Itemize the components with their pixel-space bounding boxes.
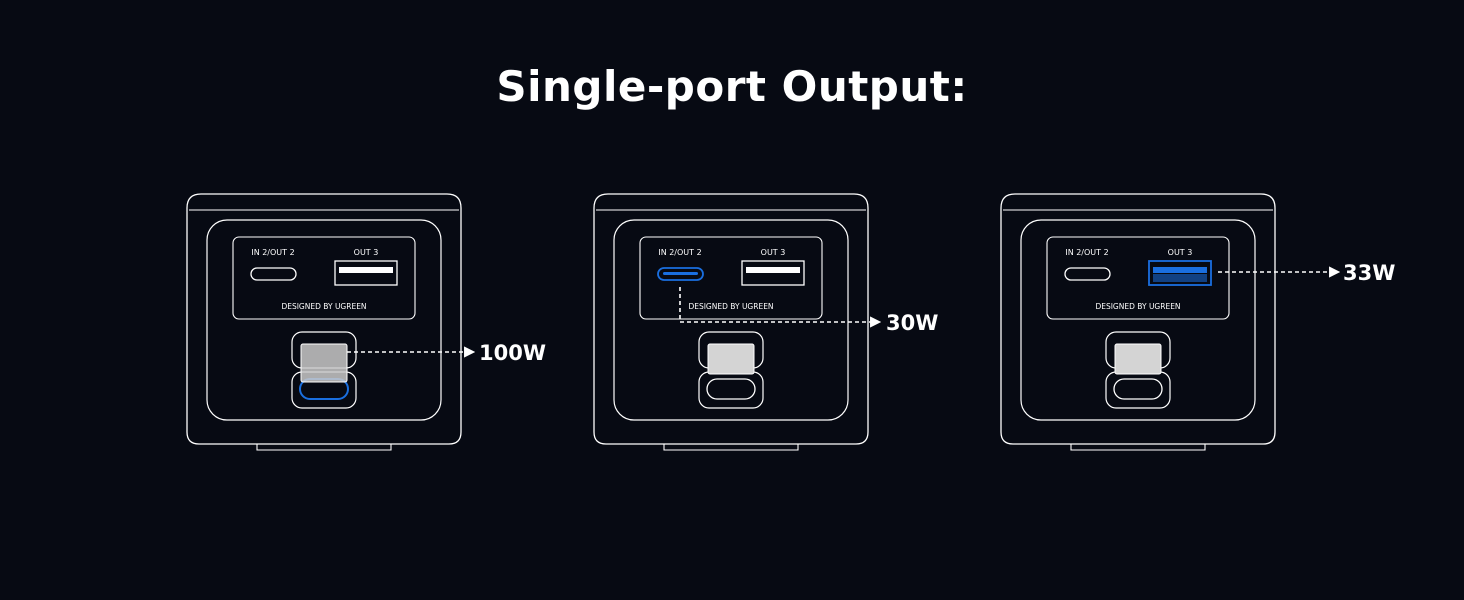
body-foot	[663, 444, 799, 451]
brand-label: DESIGNED BY UGREEN	[281, 302, 366, 311]
output-power-label-1: 100W	[479, 341, 546, 365]
front-usb-c-port-inner	[706, 378, 756, 400]
front-panel	[206, 219, 442, 421]
port-label-box	[639, 236, 823, 320]
usb-c-port-in2-out2	[1064, 267, 1111, 281]
usb-c-port-highlight	[663, 272, 698, 275]
front-port-frame-lower	[698, 371, 764, 409]
usb-a-port-slot	[1153, 267, 1207, 273]
body-foot	[256, 444, 392, 451]
port-label-out3: OUT 3	[354, 248, 379, 257]
front-panel	[613, 219, 849, 421]
body-foot	[1070, 444, 1206, 451]
usb-a-port-out3	[1148, 260, 1212, 286]
usb-c-port-in2-out2	[657, 267, 704, 281]
charger-body	[593, 193, 869, 445]
page-title: Single-port Output:	[496, 62, 968, 111]
brand-label: DESIGNED BY UGREEN	[688, 302, 773, 311]
front-panel	[1020, 219, 1256, 421]
port-label-box	[232, 236, 416, 320]
charger-body	[1000, 193, 1276, 445]
usb-c-plug	[300, 343, 348, 383]
charger-device-3: IN 2/OUT 2 OUT 3 DESIGNED BY UGREEN	[1000, 193, 1276, 451]
usb-c-plug	[707, 343, 755, 375]
usb-c-plug	[1114, 343, 1162, 375]
usb-a-port-slot	[339, 267, 393, 273]
usb-a-port-fill	[1153, 274, 1207, 282]
port-label-out3: OUT 3	[1168, 248, 1193, 257]
port-label-out3: OUT 3	[761, 248, 786, 257]
output-arrow-2	[679, 287, 882, 328]
usb-a-port-out3	[334, 260, 398, 286]
front-usb-c-port-inner	[1113, 378, 1163, 400]
port-label-in2-out2: IN 2/OUT 2	[251, 248, 294, 257]
charger-device-1: IN 2/OUT 2 OUT 3 DESIGNED BY UGREEN	[186, 193, 462, 451]
brand-label: DESIGNED BY UGREEN	[1095, 302, 1180, 311]
usb-a-port-slot	[746, 267, 800, 273]
charger-device-2: IN 2/OUT 2 OUT 3 DESIGNED BY UGREEN	[593, 193, 869, 451]
front-port-frame-lower	[1105, 371, 1171, 409]
charger-body	[186, 193, 462, 445]
output-power-label-2: 30W	[886, 311, 938, 335]
port-label-in2-out2: IN 2/OUT 2	[658, 248, 701, 257]
port-label-box	[1046, 236, 1230, 320]
port-label-in2-out2: IN 2/OUT 2	[1065, 248, 1108, 257]
usb-c-port-in2-out2	[250, 267, 297, 281]
usb-a-port-out3	[741, 260, 805, 286]
output-power-label-3: 33W	[1343, 261, 1395, 285]
